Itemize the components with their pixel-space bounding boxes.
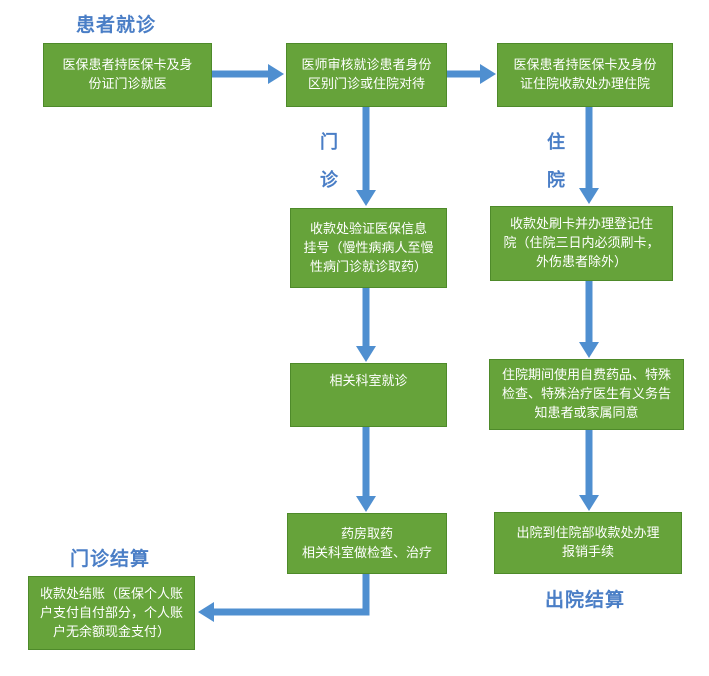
box-inpatient-notice-text: 住院期间使用自费药品、特殊 检查、特殊治疗医生有义务告 知患者或家属同意 xyxy=(501,368,671,421)
box-outpatient-checkout-text: 收款处结账（医保个人账 户支付自付部分，个人账 户无余额现金支付） xyxy=(39,586,183,640)
arrowhead-inpatient-to-card xyxy=(579,188,599,204)
arrowhead-department-to-pharmacy xyxy=(356,496,376,512)
box-outpatient-checkout: 收款处结账（医保个人账 户支付自付部分，个人账 户无余额现金支付） xyxy=(28,576,195,650)
box-start-text: 医保患者持医保卡及身 份证门诊就医 xyxy=(62,58,193,92)
box-inpatient-card-text: 收款处刷卡并办理登记住 院（住院三日内必须刷卡， 外伤患者除外） xyxy=(503,217,660,270)
box-inpatient-card: 收款处刷卡并办理登记住 院（住院三日内必须刷卡， 外伤患者除外） xyxy=(490,206,673,281)
arrowhead-notice-to-discharge xyxy=(579,495,599,511)
box-start: 医保患者持医保卡及身 份证门诊就医 xyxy=(43,43,212,107)
arrowhead-card-to-notice xyxy=(579,342,599,358)
branch-label-inpatient-char-2: 院 xyxy=(547,170,565,191)
arrowhead-review-to-inpatient xyxy=(480,64,496,84)
box-department-visit: 相关科室就诊 xyxy=(290,363,447,427)
box-pharmacy-text: 药房取药 相关科室做检查、治疗 xyxy=(301,526,432,561)
box-inpatient-register-text: 医保患者持医保卡及身份 证住院收款处办理住院 xyxy=(513,58,657,92)
box-doctor-review-text: 医师审核就诊患者身份 区别门诊或住院对待 xyxy=(301,58,432,92)
box-discharge-text: 出院到住院部收款处办理 报销手续 xyxy=(516,526,660,560)
heading-outpatient-settlement: 门诊结算 xyxy=(70,548,151,570)
box-pharmacy: 药房取药 相关科室做检查、治疗 xyxy=(287,513,447,574)
arrow-pharmacy-to-checkout xyxy=(212,574,370,616)
heading-patient-visit: 患者就诊 xyxy=(76,14,157,36)
box-inpatient-notice: 住院期间使用自费药品、特殊 检查、特殊治疗医生有义务告 知患者或家属同意 xyxy=(489,359,684,430)
box-outpatient-cashier: 收款处验证医保信息 挂号（慢性病病人至慢 性病门诊就诊取药） xyxy=(290,208,447,288)
branch-label-inpatient-char-1: 住 xyxy=(547,132,565,153)
box-discharge: 出院到住院部收款处办理 报销手续 xyxy=(494,512,682,574)
heading-discharge-settlement: 出院结算 xyxy=(545,589,626,611)
box-inpatient-register: 医保患者持医保卡及身份 证住院收款处办理住院 xyxy=(497,43,673,107)
arrowhead-start-to-review xyxy=(268,64,284,84)
arrowhead-pharmacy-to-checkout xyxy=(198,602,214,622)
branch-label-inpatient: 住 院 xyxy=(545,124,567,200)
box-doctor-review: 医师审核就诊患者身份 区别门诊或住院对待 xyxy=(286,43,447,107)
branch-label-outpatient-char-2: 诊 xyxy=(320,170,338,191)
arrowhead-review-to-outpatient-cashier xyxy=(356,190,376,206)
box-department-visit-text: 相关科室就诊 xyxy=(329,374,408,389)
arrowhead-cashier-to-department xyxy=(356,346,376,362)
branch-label-outpatient-char-1: 门 xyxy=(320,132,338,153)
box-outpatient-cashier-text: 收款处验证医保信息 挂号（慢性病病人至慢 性病门诊就诊取药） xyxy=(303,221,434,275)
branch-label-outpatient: 门 诊 xyxy=(318,124,340,200)
